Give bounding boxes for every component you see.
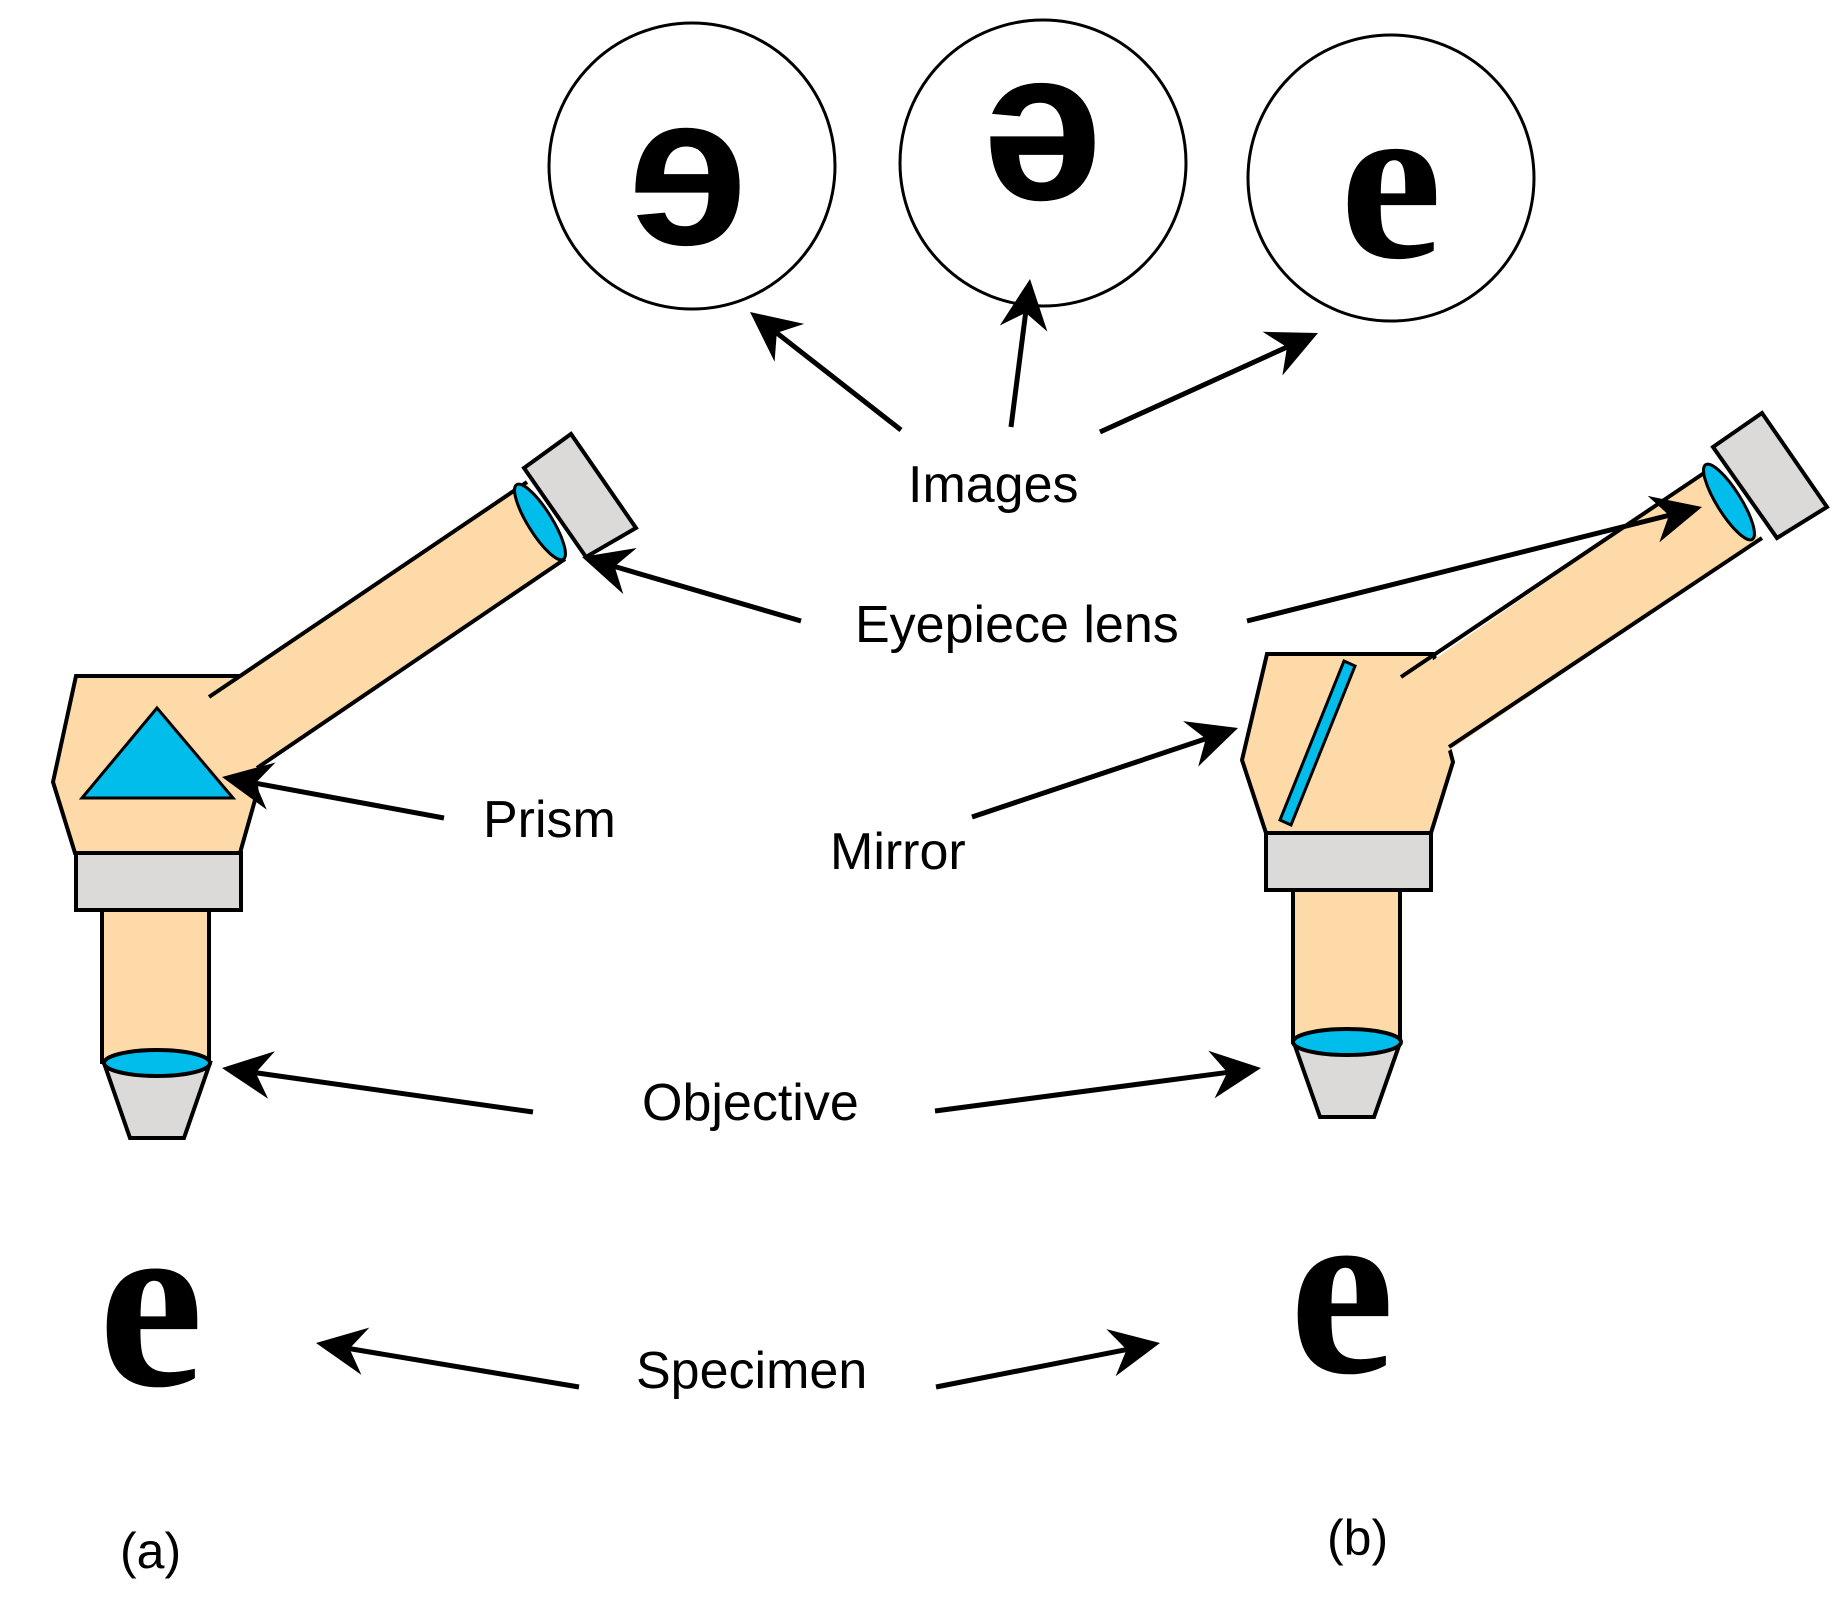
arrow-specimen-a-head: [316, 1327, 370, 1375]
arrow-objective-b-shaft: [934, 1069, 1228, 1114]
arrow-specimen-b-shaft: [935, 1347, 1128, 1390]
eyepiece-cap-a: [521, 431, 639, 560]
objective-lens-a: [102, 1048, 212, 1078]
label-eyepiece-lens: Eyepiece lens: [855, 596, 1179, 654]
arrow-specimen-a-shaft: [349, 1346, 580, 1390]
specimen-glyph-a: e: [99, 1165, 204, 1439]
microscope-b: [1239, 410, 1830, 1119]
image-glyph-upright: e: [1340, 52, 1442, 307]
label-images: Images: [908, 456, 1079, 514]
label-mirror: Mirror: [830, 823, 966, 881]
label-objective: Objective: [642, 1074, 859, 1132]
arrow-prism-head: [222, 762, 276, 810]
objective-lens-b: [1291, 1027, 1403, 1057]
eyepiece-cap-b: [1710, 410, 1830, 541]
arrow-mirror-shaft: [971, 736, 1207, 820]
objective-tube-b: [1291, 888, 1402, 1044]
arrow-images-right-shaft: [1098, 344, 1289, 435]
arrow-images-middle-shaft: [1008, 312, 1029, 428]
collar-a: [74, 851, 243, 912]
arrow-eyepiece-b-shaft: [1246, 512, 1670, 624]
image-glyph-mirrored: e: [628, 48, 748, 290]
arrow-eyepiece-b-head: [1647, 495, 1702, 543]
arrow-mirror-head: [1183, 721, 1238, 767]
arrow-objective-a-head: [222, 1051, 275, 1099]
arrow-eyepiece-a-shaft: [613, 564, 802, 624]
eyepiece-tube-a: [190, 482, 563, 800]
arrow-images-left-shaft: [775, 330, 903, 432]
prism: [78, 705, 237, 800]
image-circle-inverted: e: [898, 18, 1188, 308]
image-circle-upright: e: [1246, 33, 1536, 323]
collar-b: [1264, 831, 1433, 892]
arrow-eyepiece-a-head: [582, 548, 637, 595]
label-specimen: Specimen: [636, 1342, 867, 1400]
arrow-images-right-head: [1262, 331, 1318, 376]
panel-label-a: (a): [120, 1523, 181, 1579]
arrow-images-middle-head: [999, 279, 1048, 332]
microscope-a: [50, 431, 639, 1140]
specimen-glyph-b: e: [1290, 1152, 1395, 1426]
eyepiece-tube-b: [1390, 467, 1760, 760]
image-glyph-inverted: e: [983, 39, 1103, 281]
objective-tube-a: [100, 908, 211, 1064]
arrow-objective-b-head: [1208, 1050, 1261, 1099]
arrow-objective-a-shaft: [255, 1070, 534, 1115]
eyepiece-lens-a: [513, 482, 567, 562]
arrow-specimen-b-head: [1106, 1329, 1160, 1377]
eyepiece-lens-b: [1702, 462, 1756, 542]
arrow-images-left-head: [750, 312, 805, 362]
label-prism: Prism: [483, 791, 616, 849]
arrow-prism-shaft: [254, 780, 445, 821]
image-circle-mirrored: e: [547, 21, 837, 311]
arrows: [222, 279, 1702, 1390]
mirror: [1278, 658, 1357, 828]
panel-label-b: (b): [1327, 1510, 1388, 1566]
